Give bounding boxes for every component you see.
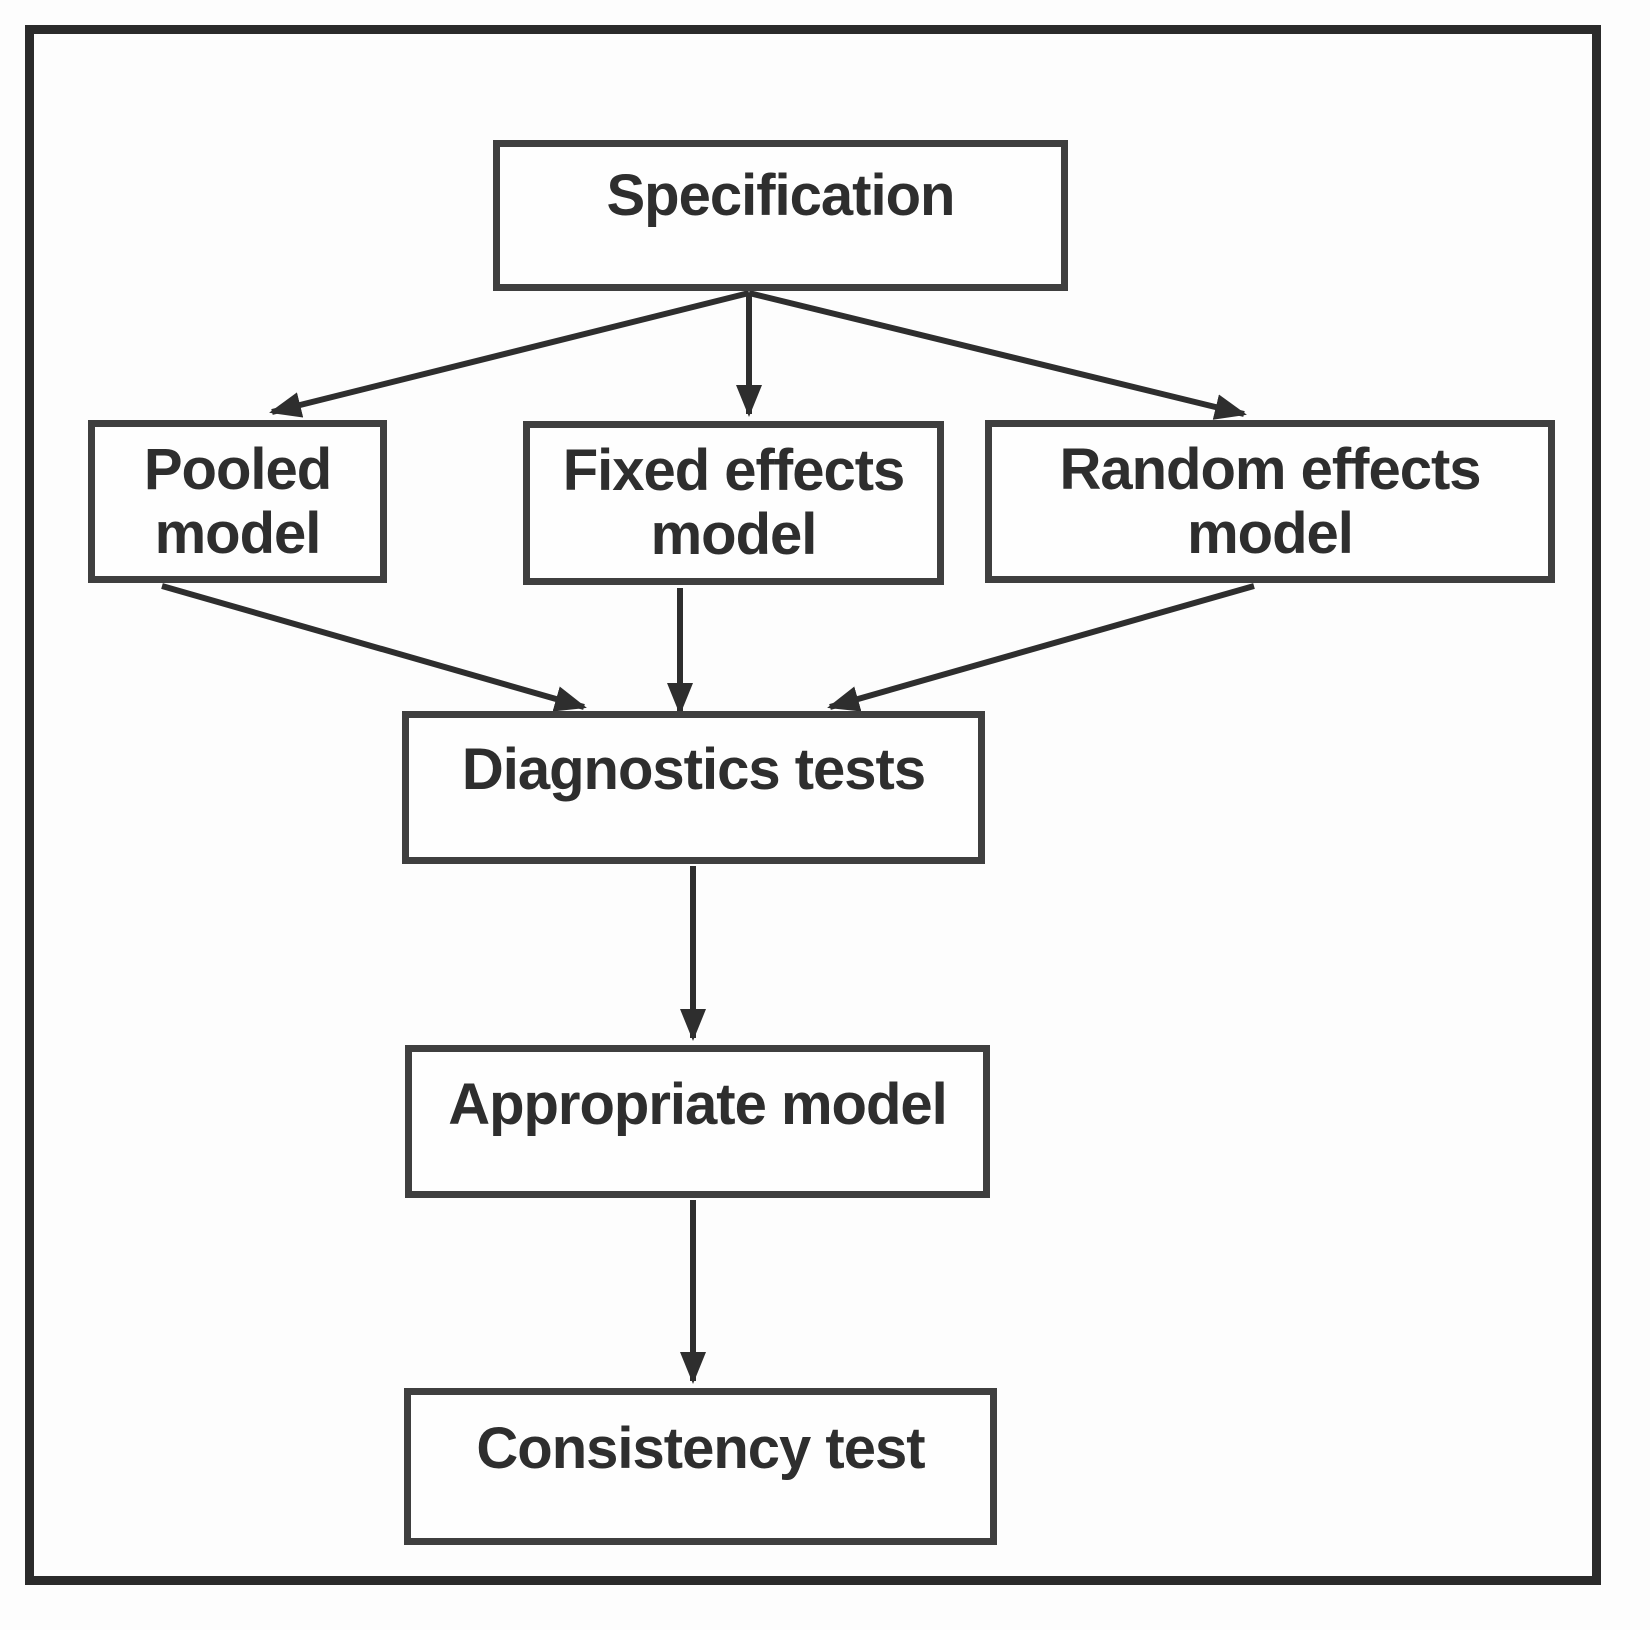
edge-specification-to-pooled [269,290,750,418]
edge-specification-to-random [748,290,1247,420]
diagram-outer-frame [25,25,1601,1585]
node-diagnostics-tests-label: Diagnostics tests [461,736,926,802]
node-consistency-test-label: Consistency test [476,1415,925,1481]
edge-random-to-diagnostics [827,583,1255,712]
node-specification: Specification [493,140,1068,291]
node-pooled-model: Pooled model [88,420,387,583]
node-pooled-model-label: Pooled model [143,436,332,566]
node-appropriate-model-label: Appropriate model [448,1071,948,1137]
node-random-effects-model-label: Random effects model [1059,436,1481,566]
node-diagnostics-tests: Diagnostics tests [402,711,985,864]
node-random-effects-model: Random effects model [985,420,1555,583]
node-fixed-effects-model-label: Fixed effects model [562,438,906,567]
node-consistency-test: Consistency test [404,1388,997,1545]
edge-pooled-to-diagnostics [161,583,587,712]
node-specification-label: Specification [606,162,956,228]
node-appropriate-model: Appropriate model [405,1045,990,1198]
node-fixed-effects-model: Fixed effects model [523,421,944,585]
